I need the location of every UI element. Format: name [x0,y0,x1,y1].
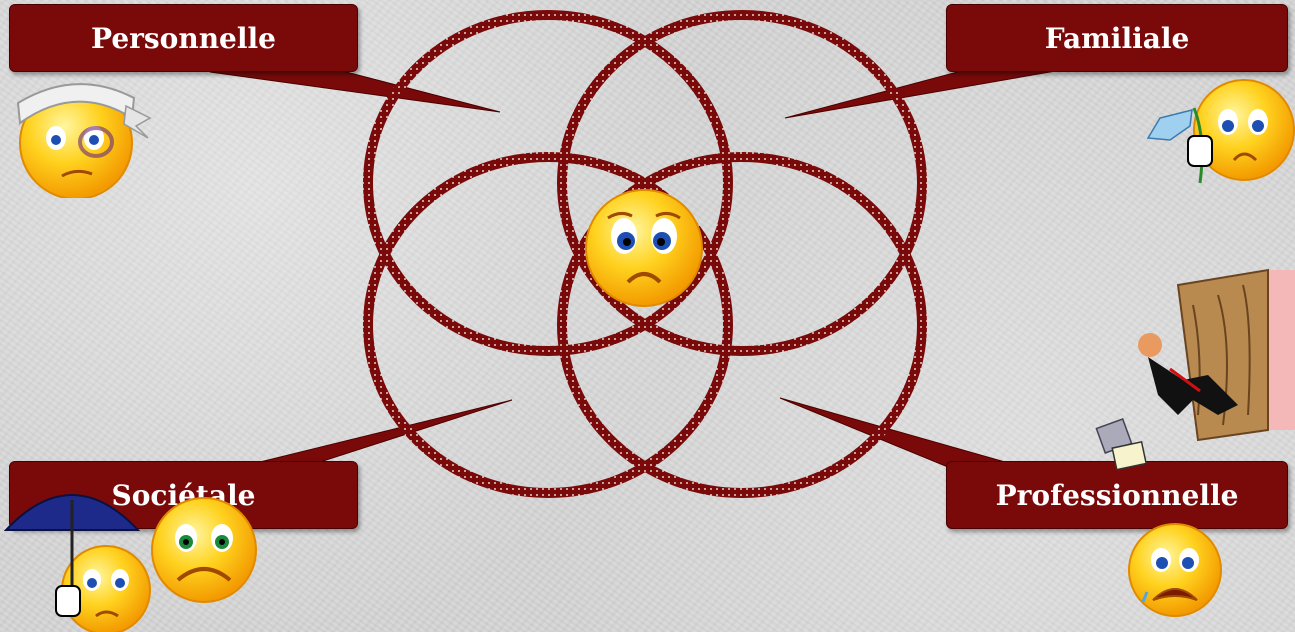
green-eyed-face-icon [148,494,260,606]
center-sad-face-icon [582,186,706,310]
pointer-societal [260,400,512,462]
umbrella-face-icon [4,480,154,632]
bandaged-face-icon [8,78,153,198]
falling-businessman-icon [1088,265,1295,470]
label-family: Familiale [946,4,1288,72]
label-personal: Personnelle [9,4,358,72]
crying-face-icon [1125,512,1225,620]
face-with-flower-icon [1140,78,1295,188]
label-professional: Professionnelle [946,461,1288,529]
